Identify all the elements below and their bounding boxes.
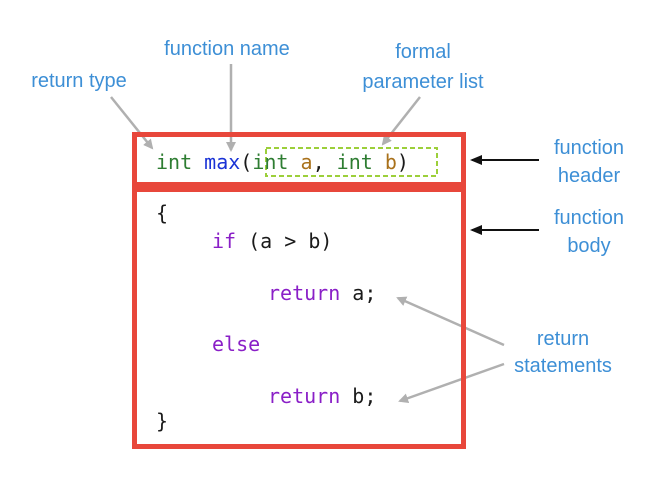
param-list-box — [265, 147, 438, 177]
arrow-return-a — [396, 296, 505, 347]
label-header-line1: function — [554, 137, 624, 159]
paren-open: ( — [240, 150, 252, 174]
label-header-line2: header — [558, 165, 621, 187]
open-brace: { — [156, 201, 168, 225]
label-formal-line2: parameter list — [362, 71, 484, 93]
label-return-line1: return — [537, 328, 589, 350]
label-return-line2: statements — [514, 355, 612, 377]
close-brace: } — [156, 409, 168, 433]
return-value-a: a; — [352, 281, 376, 305]
arrow-return-b — [398, 362, 505, 404]
param2-name: b — [385, 150, 397, 174]
param1-type: int — [252, 150, 288, 174]
return-value-b: b; — [352, 384, 376, 408]
label-function-name: function name — [164, 38, 290, 60]
function-name-token: max — [204, 150, 240, 174]
label-body-line2: body — [567, 235, 610, 257]
arrow-return-type — [110, 96, 154, 150]
if-keyword: if — [212, 229, 236, 253]
if-line: if (a > b) — [212, 229, 332, 253]
label-formal-line1: formal — [395, 41, 451, 63]
param-comma: , — [313, 150, 325, 174]
return-a-line: return a; — [268, 281, 376, 305]
return-b-line: return b; — [268, 384, 376, 408]
param2-type: int — [337, 150, 373, 174]
if-condition: (a > b) — [248, 229, 332, 253]
body-box — [132, 187, 466, 449]
param1-name: a — [301, 150, 313, 174]
return-keyword-2: return — [268, 384, 340, 408]
paren-close: ) — [397, 150, 409, 174]
label-return-type: return type — [31, 70, 127, 92]
function-header-code: int max(int a, int b) — [156, 150, 409, 174]
return-type-keyword: int — [156, 150, 192, 174]
label-body-line1: function — [554, 207, 624, 229]
return-keyword-1: return — [268, 281, 340, 305]
else-keyword: else — [212, 332, 260, 356]
header-box — [132, 132, 466, 187]
